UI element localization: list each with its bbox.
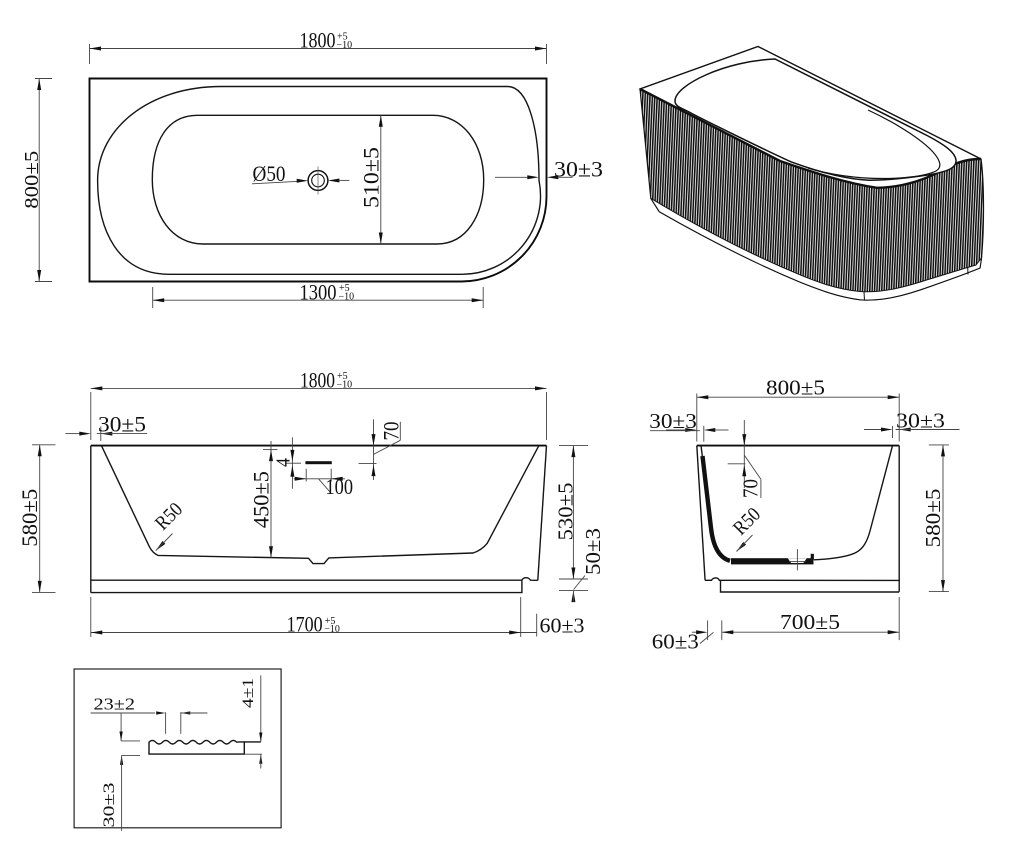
svg-text:1300: 1300 [300, 279, 337, 304]
svg-text:580±5: 580±5 [17, 489, 42, 547]
svg-text:4: 4 [273, 458, 295, 467]
svg-text:4±1: 4±1 [240, 678, 257, 708]
svg-text:+5: +5 [337, 371, 348, 382]
svg-text:30±3: 30±3 [101, 783, 118, 828]
svg-text:30±3: 30±3 [554, 156, 603, 181]
svg-text:1800: 1800 [300, 367, 335, 392]
svg-text:23±2: 23±2 [94, 695, 136, 714]
svg-text:+5: +5 [337, 32, 348, 43]
svg-text:1700: 1700 [287, 612, 323, 637]
svg-text:70: 70 [379, 422, 404, 441]
svg-text:−10: −10 [324, 624, 340, 635]
svg-text:70: 70 [739, 479, 763, 498]
svg-text:30±5: 30±5 [98, 411, 146, 436]
svg-text:800±5: 800±5 [21, 151, 43, 209]
svg-text:+5: +5 [325, 616, 336, 627]
svg-text:700±5: 700±5 [780, 610, 840, 634]
svg-text:580±5: 580±5 [921, 489, 945, 548]
svg-text:530±5: 530±5 [554, 483, 578, 541]
svg-text:50±3: 50±3 [581, 528, 605, 575]
svg-text:30±3: 30±3 [649, 409, 697, 433]
svg-text:−10: −10 [339, 292, 355, 303]
svg-text:800±5: 800±5 [766, 376, 825, 400]
svg-text:60±3: 60±3 [540, 614, 585, 638]
svg-text:Ø50: Ø50 [253, 161, 286, 186]
svg-text:1800: 1800 [300, 28, 336, 53]
svg-text:450±5: 450±5 [248, 471, 273, 528]
svg-text:−10: −10 [337, 380, 353, 391]
svg-text:+5: +5 [339, 283, 350, 294]
svg-text:100: 100 [326, 474, 354, 499]
svg-text:60±3: 60±3 [652, 629, 699, 653]
svg-text:510±5: 510±5 [359, 147, 384, 208]
svg-text:30±3: 30±3 [896, 409, 945, 433]
svg-text:−10: −10 [337, 40, 353, 51]
